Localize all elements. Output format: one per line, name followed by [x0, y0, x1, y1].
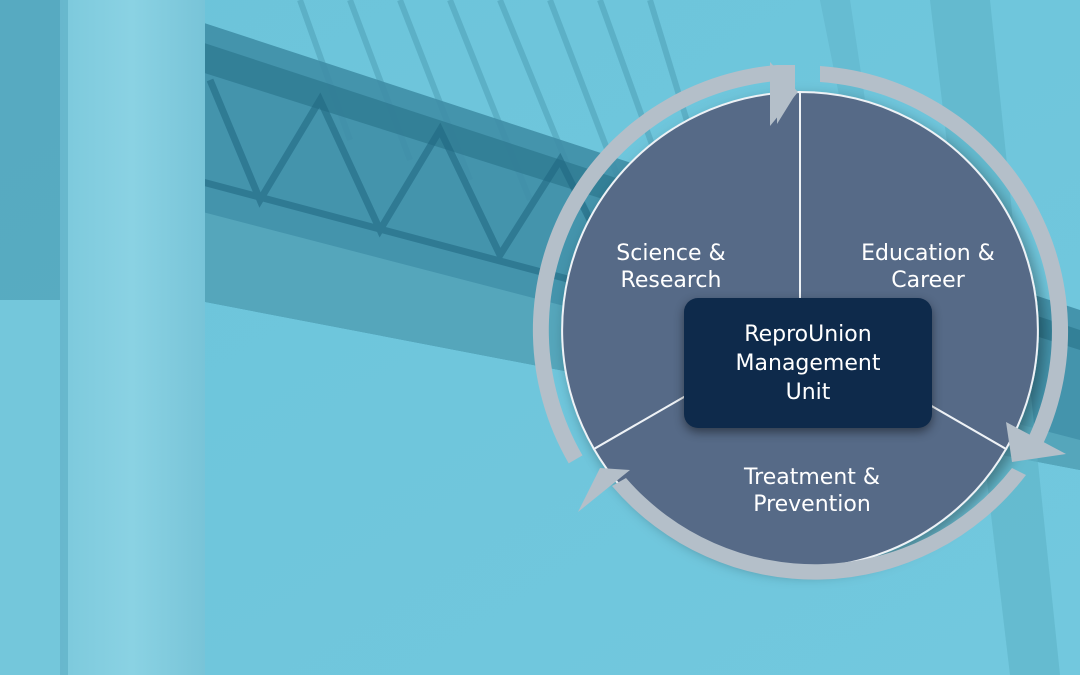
arrow-ring-right: [820, 66, 1069, 458]
segment-label-science: Science & Research: [596, 240, 746, 294]
segment-label-line: Prevention: [753, 492, 871, 517]
segment-label-line: Education &: [861, 241, 995, 266]
segment-label-line: Research: [620, 268, 722, 293]
center-management-unit: ReproUnion Management Unit: [684, 298, 932, 428]
arrow-head-right: [1006, 422, 1066, 462]
arrow-ring-left: [532, 65, 795, 464]
center-line: ReproUnion: [744, 321, 872, 347]
segment-label-treatment: Treatment & Prevention: [722, 464, 902, 518]
arrow-head-bottom: [578, 468, 630, 512]
arrow-ring-bottom: [612, 468, 1026, 580]
segment-label-line: Career: [891, 268, 965, 293]
center-line: Management: [735, 350, 881, 376]
segment-label-line: Treatment &: [743, 465, 881, 490]
arrow-head-top: [770, 62, 798, 126]
center-line: Unit: [785, 379, 831, 405]
segment-label-line: Science &: [616, 241, 726, 266]
segment-label-education: Education & Career: [838, 240, 1018, 294]
